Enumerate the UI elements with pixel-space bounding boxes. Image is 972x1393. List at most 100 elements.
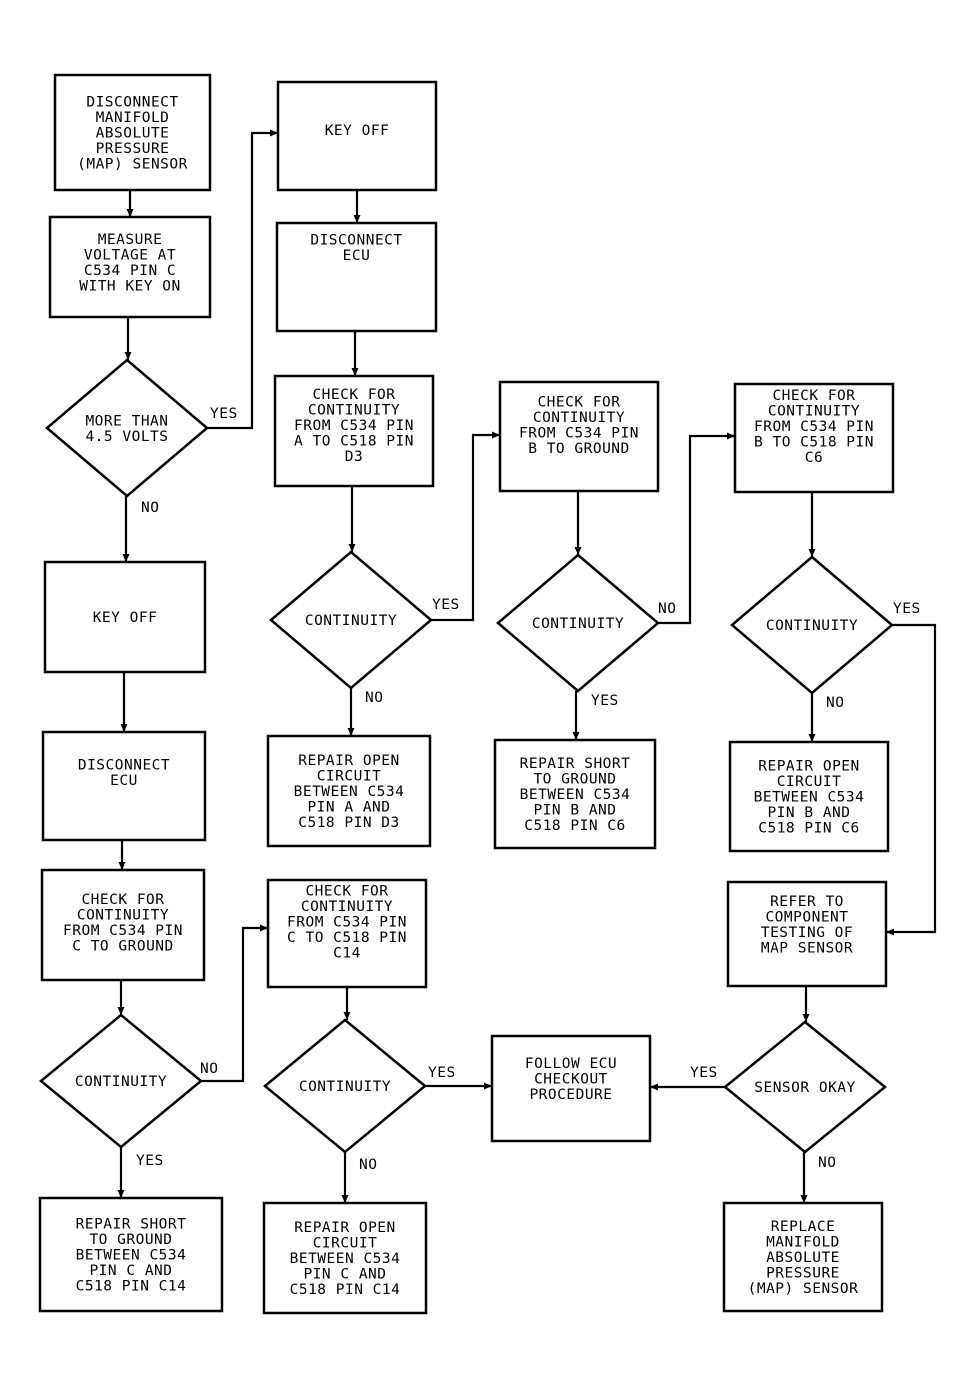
check-b-c6-box-line-2: CONTINUITY	[768, 404, 860, 420]
key-off-top-box: KEY OFF	[276, 80, 438, 192]
measure-voltage-box-line-3: C534 PIN C	[84, 263, 176, 279]
replace-map-box-frame	[722, 1201, 884, 1313]
connector-volts-no-arrowhead	[122, 554, 130, 562]
continuity-b-c6-diamond-line-1: CONTINUITY	[766, 618, 858, 634]
continuity-b-c6-diamond-frame	[730, 555, 894, 695]
connector-disconnect-to-measure-arrowhead	[126, 209, 134, 217]
disconnect-ecu-left-box-frame	[41, 730, 207, 842]
edge-label-volts-no: NO	[141, 500, 159, 516]
connector-keyoff-to-disconnect-arrowhead	[120, 724, 128, 732]
repair-open-c-box-line-5: C518 PIN C14	[290, 1282, 401, 1298]
edge-label-cont-b-ground-yes: YES	[591, 693, 619, 709]
check-b-ground-box-line-3: FROM C534 PIN	[519, 425, 639, 441]
continuity-b-ground-diamond-frame	[496, 553, 660, 693]
continuity-c-c14-diamond: CONTINUITY	[263, 1018, 427, 1154]
connector-keyoff-top-to-disconnect-arrowhead	[353, 215, 361, 223]
check-c-c14-box-frame	[266, 878, 428, 989]
repair-short-c-box-line-5: C518 PIN C14	[76, 1279, 187, 1295]
more-than-4-5-volts-diamond-line-2: 4.5 VOLTS	[85, 429, 168, 445]
continuity-c-ground-diamond-line-1: CONTINUITY	[75, 1074, 167, 1090]
measure-voltage-box-line-4: WITH KEY ON	[79, 278, 181, 294]
continuity-a-d3-diamond-line-1: CONTINUITY	[305, 613, 397, 629]
connector-disconnect-top-to-check-a-arrowhead	[351, 368, 359, 376]
repair-short-b-box-line-2: TO GROUND	[533, 772, 616, 788]
edge-label-cont-b-c6-yes: YES	[893, 601, 921, 617]
continuity-a-d3-diamond: CONTINUITY	[269, 550, 433, 690]
check-a-d3-box-line-5: D3	[345, 449, 363, 465]
check-c-c14-box-line-1: CHECK FOR	[305, 884, 388, 900]
connector-check-a-to-continuity-arrowhead	[348, 544, 356, 552]
connector-volts-yes-arrowhead	[270, 129, 278, 137]
refer-component-box-line-3: TESTING OF	[761, 925, 853, 941]
repair-open-a-box-frame	[266, 734, 432, 848]
disconnect-map-sensor-box-frame	[53, 73, 212, 192]
measure-voltage-box-line-1: MEASURE	[98, 232, 163, 248]
key-off-top-box-line-1: KEY OFF	[325, 123, 390, 139]
disconnect-ecu-left-box-line-1: DISCONNECT	[78, 757, 170, 773]
measure-voltage-box-frame	[48, 215, 212, 319]
check-b-ground-box-line-1: CHECK FOR	[537, 394, 620, 410]
repair-short-b-box-line-1: REPAIR SHORT	[520, 756, 631, 772]
edge-label-cont-a-no: NO	[365, 690, 383, 706]
disconnect-map-sensor-box-line-4: PRESSURE	[96, 141, 170, 157]
replace-map-box-line-4: PRESSURE	[766, 1266, 840, 1282]
edge-label-cont-b-c6-no: NO	[826, 695, 844, 711]
continuity-c-c14-diamond-line-1: CONTINUITY	[299, 1079, 391, 1095]
repair-open-b-box-line-5: C518 PIN C6	[758, 821, 860, 837]
check-c-c14-box-line-3: FROM C534 PIN	[287, 915, 407, 931]
check-c-ground-box-line-3: FROM C534 PIN	[63, 923, 183, 939]
connector-continuity-b-no	[658, 434, 735, 625]
key-off-left-box-frame	[43, 560, 207, 674]
repair-short-c-box-line-2: TO GROUND	[89, 1232, 172, 1248]
follow-ecu-box-frame	[490, 1034, 652, 1143]
measure-voltage-box-line-2: VOLTAGE AT	[84, 247, 176, 263]
repair-short-c-box-line-3: BETWEEN C534	[76, 1248, 187, 1264]
check-a-d3-box-line-1: CHECK FOR	[312, 387, 395, 403]
disconnect-ecu-left-box-line-2: ECU	[110, 773, 138, 789]
check-a-d3-box-frame	[273, 374, 435, 488]
more-than-4-5-volts-diamond-frame	[45, 358, 209, 498]
key-off-left-box: KEY OFF	[43, 560, 207, 674]
check-a-d3-box-line-3: FROM C534 PIN	[294, 418, 414, 434]
follow-ecu-box-line-1: FOLLOW ECU	[525, 1056, 617, 1072]
check-b-c6-box-line-1: CHECK FOR	[772, 388, 855, 404]
edge-label-cont-c-c14-no: NO	[359, 1157, 377, 1173]
more-than-4-5-volts-diamond-line-1: MORE THAN	[85, 413, 168, 429]
repair-open-b-box-line-2: CIRCUIT	[777, 774, 842, 790]
check-c-ground-box-line-1: CHECK FOR	[81, 892, 164, 908]
connector-continuity-c14-yes-arrowhead	[484, 1082, 492, 1090]
edge-label-cont-a-yes: YES	[432, 597, 460, 613]
connector-continuity-b-c6-yes	[886, 623, 937, 934]
connector-sensor-no-arrowhead	[800, 1195, 808, 1203]
disconnect-ecu-top-box-line-1: DISCONNECT	[310, 232, 402, 248]
refer-component-box-line-1: REFER TO	[770, 894, 844, 910]
repair-open-b-box-line-4: PIN B AND	[767, 805, 850, 821]
repair-open-b-box-line-3: BETWEEN C534	[754, 790, 865, 806]
continuity-b-ground-diamond-line-1: CONTINUITY	[532, 616, 624, 632]
disconnect-map-sensor-box-line-3: ABSOLUTE	[96, 126, 170, 142]
replace-map-box-line-5: (MAP) SENSOR	[748, 1281, 859, 1297]
replace-map-box-line-3: ABSOLUTE	[766, 1250, 840, 1266]
check-c-c14-box-line-4: C TO C518 PIN	[287, 930, 407, 946]
check-a-d3-box-line-2: CONTINUITY	[308, 403, 400, 419]
disconnect-ecu-top-box-line-2: ECU	[343, 248, 371, 264]
check-b-c6-box-line-4: B TO C518 PIN	[754, 435, 874, 451]
follow-ecu-box-line-2: CHECKOUT	[534, 1072, 608, 1088]
disconnect-map-sensor-box-line-2: MANIFOLD	[96, 110, 170, 126]
repair-short-b-box-frame	[493, 738, 657, 850]
repair-short-c-box-line-4: PIN C AND	[89, 1263, 172, 1279]
